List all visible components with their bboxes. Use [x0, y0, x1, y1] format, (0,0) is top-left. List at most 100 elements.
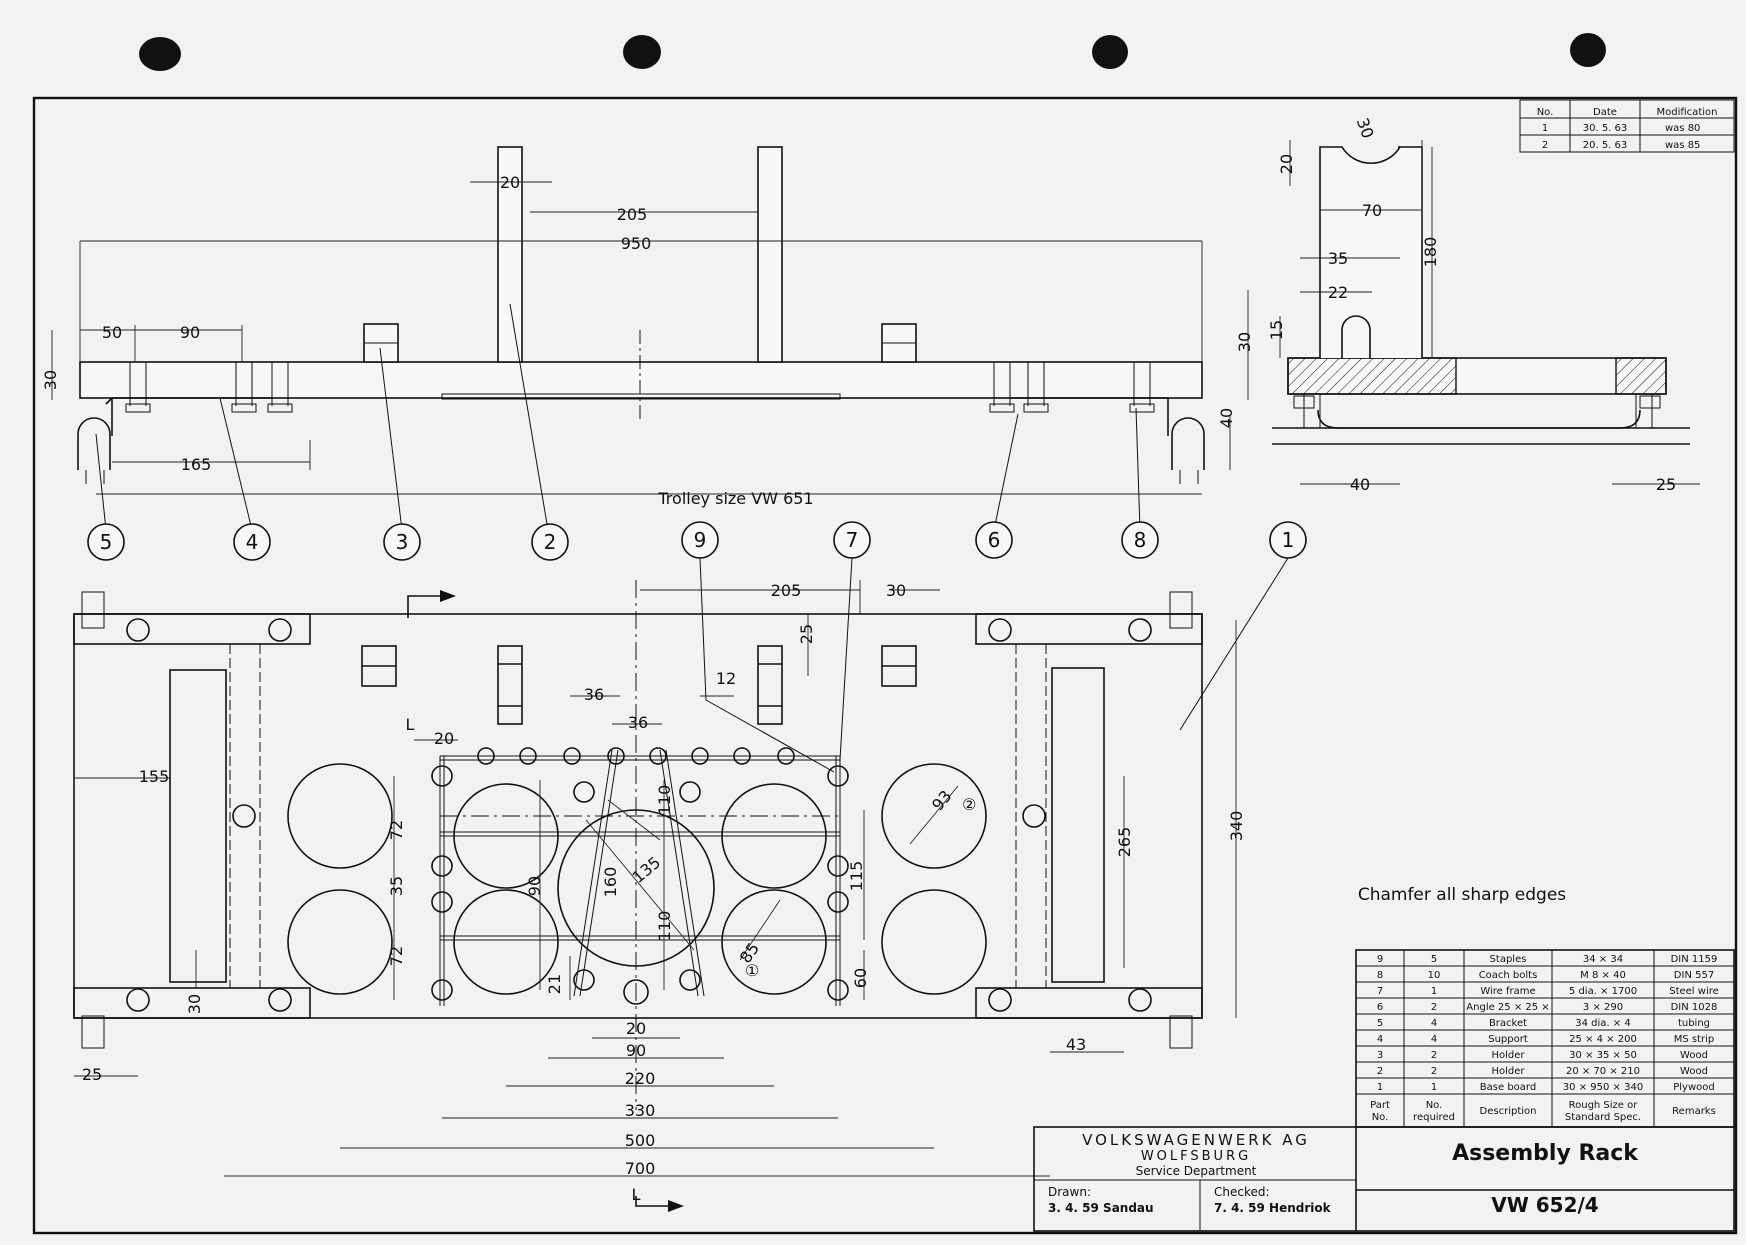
callout-8: 8: [1121, 521, 1159, 559]
wire-frame-plan: [439, 749, 841, 1006]
dim-plan-205: 205: [771, 581, 802, 600]
callout-3: 3: [383, 523, 421, 561]
parts-list-cell: 5: [1431, 954, 1437, 965]
dim-side-30b: 30: [1235, 332, 1254, 352]
parts-list-cell: Wood: [1680, 1050, 1708, 1061]
parts-list-cell: Plywood: [1673, 1082, 1715, 1093]
parts-list-cell: 1: [1377, 1082, 1383, 1093]
parts-list-cell: 34 × 34: [1583, 954, 1623, 965]
company-city: WOLFSBURG: [1141, 1149, 1251, 1164]
dim-plan-12: 12: [716, 669, 736, 688]
parts-list-cell: 2: [1431, 1066, 1437, 1077]
parts-list-cell: 3 × 290: [1583, 1002, 1623, 1013]
slot-left: [169, 669, 227, 983]
dim-plan-36b: 36: [628, 713, 648, 732]
svg-text:5: 5: [100, 530, 113, 554]
parts-list-cell: Coach bolts: [1479, 970, 1538, 981]
front-elevation: 20 205 950 50 90 30 165 Trolley size VW …: [41, 146, 1205, 531]
bolt-holes-plan: [126, 618, 1152, 1012]
bracket-left: [77, 417, 111, 470]
dim-plan-155: 155: [139, 767, 170, 786]
parts-list-cell: 10: [1428, 970, 1441, 981]
dim-plan-160: 160: [601, 867, 620, 898]
parts-list-cell: Holder: [1491, 1050, 1525, 1061]
parts-list-cell: 5 dia. × 1700: [1569, 986, 1637, 997]
dim-plan-500: 500: [625, 1131, 656, 1150]
dim-plan-36a: 36: [584, 685, 604, 704]
dim-plan-90c: 90: [626, 1041, 646, 1060]
parts-list-cell: 6: [1377, 1002, 1383, 1013]
dim-plan-115: 115: [847, 861, 866, 892]
section-mark-bottom: L: [632, 1185, 641, 1204]
parts-list-cell: M 8 × 40: [1580, 970, 1626, 981]
sheet-border: [32, 96, 1738, 1235]
company-department: Service Department: [1136, 1164, 1257, 1178]
slot-right: [1051, 667, 1105, 983]
dim-50: 50: [102, 323, 122, 342]
svg-text:1: 1: [1282, 528, 1295, 552]
drawing-number: VW 652/4: [1491, 1193, 1598, 1217]
section-mark-top: L: [406, 715, 415, 734]
parts-list-cell: 4: [1377, 1034, 1383, 1045]
parts-list-cell: 1: [1431, 986, 1437, 997]
rev-cell: 30. 5. 63: [1583, 123, 1628, 134]
checked-label: Checked:: [1214, 1185, 1270, 1199]
dim-plan-72a: 72: [387, 820, 406, 840]
parts-list-cell: 2: [1431, 1050, 1437, 1061]
dim-plan-20: 20: [434, 729, 454, 748]
rev-cell: 2: [1542, 140, 1548, 151]
callout-bubbles: 5 4 3 2 9 7 6 8 1: [87, 521, 1307, 561]
checked-value: 7. 4. 59 Hendriok: [1214, 1201, 1332, 1215]
dim-side-40: 40: [1217, 408, 1236, 428]
dim-plan-93: 93: [928, 787, 956, 815]
dim-plan-60: 60: [851, 968, 870, 988]
dim-plan-43: 43: [1066, 1035, 1086, 1054]
side-elevation: 20 30 70 180 35 22 15 30 40 40 25: [1217, 115, 1700, 494]
dim-plan-25: 25: [797, 624, 816, 644]
holder-blocks-plan: [361, 645, 917, 725]
wire-frame-elevation: [441, 393, 841, 400]
parts-list-cell: 1: [1431, 1082, 1437, 1093]
dim-plan-20c: 20: [626, 1019, 646, 1038]
chamfer-note: Chamfer all sharp edges: [1358, 885, 1566, 905]
dim-plan-340: 340: [1227, 811, 1246, 842]
base-board-plan: [73, 613, 1203, 1019]
parts-list-cell: 5: [1377, 1018, 1383, 1029]
dim-plan-220: 220: [625, 1069, 656, 1088]
rev-cell: was 85: [1665, 140, 1700, 151]
callout-7: 7: [833, 521, 871, 559]
callout-1-circled: ①: [745, 961, 759, 980]
punch-holes: [139, 33, 1606, 71]
parts-list-cell: Wood: [1680, 1066, 1708, 1077]
trolley-note: Trolley size VW 651: [657, 489, 813, 508]
drawn-value: 3. 4. 59 Sandau: [1048, 1201, 1154, 1215]
dim-side-20: 20: [1277, 154, 1296, 174]
dim-plan-90: 90: [525, 876, 544, 896]
svg-text:9: 9: [694, 528, 707, 552]
parts-list-cell: tubing: [1678, 1018, 1710, 1029]
parts-list-cell: 4: [1431, 1034, 1437, 1045]
parts-list-cell: 25 × 4 × 200: [1569, 1034, 1637, 1045]
company-name: VOLKSWAGENWERK AG: [1082, 1131, 1310, 1149]
callout-2-circled: ②: [962, 795, 976, 814]
parts-list-cell: Holder: [1491, 1066, 1525, 1077]
rev-header-modification: Modification: [1657, 107, 1718, 118]
parts-list-cell: DIN 1028: [1671, 1002, 1718, 1013]
parts-list-cell: 30 × 950 × 340: [1563, 1082, 1643, 1093]
callout-2: 2: [531, 523, 569, 561]
callout-5: 5: [87, 523, 125, 561]
dim-plan-330: 330: [625, 1101, 656, 1120]
parts-list-header: Description: [1480, 1106, 1537, 1117]
svg-text:4: 4: [246, 530, 259, 554]
rev-cell: 1: [1542, 123, 1548, 134]
dim-side-25: 25: [1656, 475, 1676, 494]
parts-list-cell: 7: [1377, 986, 1383, 997]
svg-text:6: 6: [988, 528, 1001, 552]
parts-list-cell: Base board: [1480, 1082, 1536, 1093]
parts-list-cell: Staples: [1490, 954, 1527, 965]
dim-plan-72b: 72: [387, 946, 406, 966]
dim-side-180: 180: [1421, 237, 1440, 268]
drawn-label: Drawn:: [1048, 1185, 1091, 1199]
